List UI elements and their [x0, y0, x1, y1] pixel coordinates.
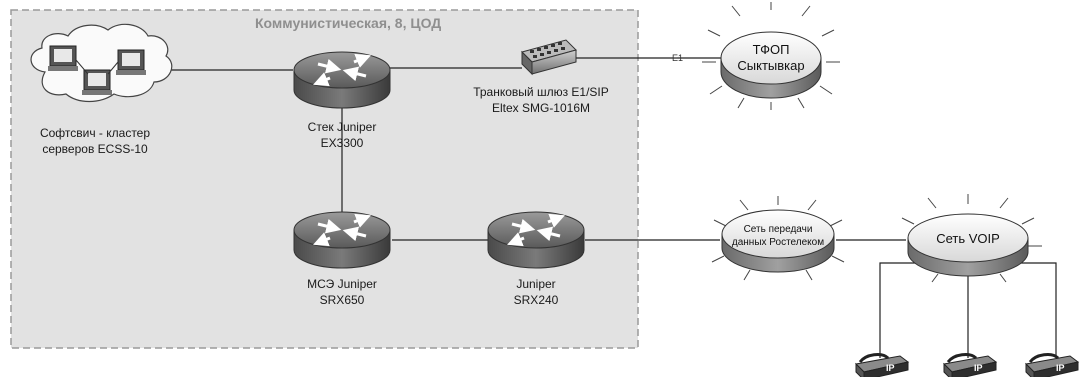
core-switch-label-line2: EX3300	[321, 136, 364, 150]
link-voip-phone-3	[1018, 262, 1057, 358]
server-icon	[116, 49, 146, 75]
softswitch-label-line2: серверов ECSS-10	[42, 142, 148, 156]
core-switch-icon	[293, 51, 391, 109]
trunk-gateway-label-line2: Eltex SMG-1016M	[492, 101, 590, 115]
trunk-gateway-icon	[521, 39, 577, 76]
voip-cloud: Сеть VOIP	[901, 194, 1042, 283]
edge-router-label-line1: Juniper	[516, 277, 555, 291]
edge-router-label-line2: SRX240	[514, 293, 559, 307]
ip-badge: IP	[886, 363, 895, 373]
rostelecom-label-line2: данных Ростелеком	[732, 237, 824, 248]
zone-title: Коммунистическая, 8, ЦОД	[255, 15, 441, 31]
voip-label: Сеть VOIP	[936, 231, 1000, 246]
edge-router-icon	[487, 211, 585, 269]
core-switch-label-line1: Стек Juniper	[308, 120, 377, 134]
ip-phone-icon: IP	[942, 353, 998, 377]
link-voip-phone-1	[879, 262, 934, 358]
firewall-label-line2: SRX650	[320, 293, 365, 307]
pstn-label-line1: ТФОП	[753, 42, 790, 57]
pstn-label-line2: Сыктывкар	[737, 58, 804, 73]
server-icon	[48, 45, 78, 71]
ip-badge: IP	[1056, 363, 1065, 373]
firewall-router-icon	[293, 211, 391, 269]
trunk-gateway-label-line1: Транковый шлюз E1/SIP	[473, 85, 609, 99]
pstn-cloud: ТФОП Сыктывкар	[702, 2, 840, 110]
ip-phone-icon: IP	[1024, 353, 1080, 377]
softswitch-cloud	[30, 23, 173, 103]
softswitch-label-line1: Софтсвич - кластер	[40, 126, 150, 140]
rostelecom-label-line1: Сеть передачи	[744, 224, 813, 235]
rostelecom-cloud: Сеть передачи данных Ростелеком	[711, 196, 845, 281]
firewall-label-line1: МСЭ Juniper	[307, 277, 377, 291]
ip-badge: IP	[974, 363, 983, 373]
server-icon	[82, 69, 112, 95]
link-e1-label: E1	[672, 53, 683, 63]
ip-phone-icon: IP	[854, 353, 910, 377]
